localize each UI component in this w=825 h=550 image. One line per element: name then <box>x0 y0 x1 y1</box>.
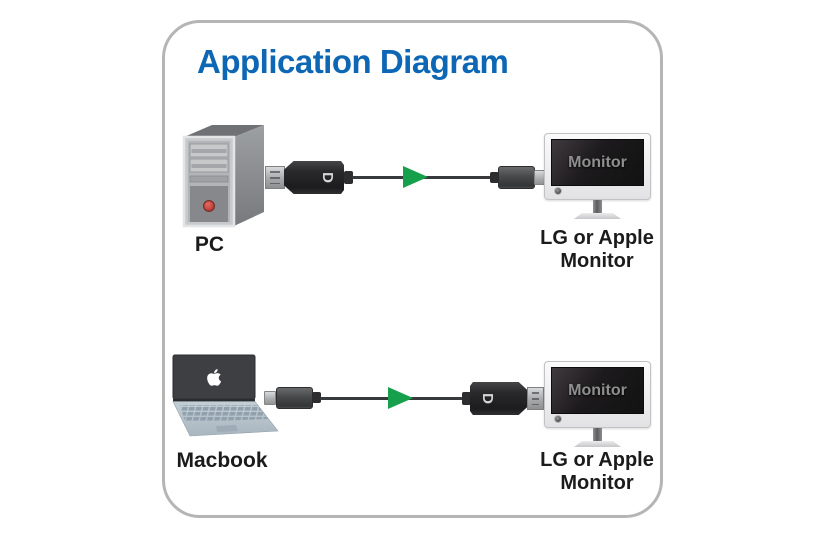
cable-collar <box>490 172 499 183</box>
monitor-illustration: Monitor <box>544 361 651 447</box>
cable-collar <box>312 392 321 403</box>
mini-dp-connector-icon <box>276 387 313 409</box>
monitor-label: LG or Apple Monitor <box>540 227 654 272</box>
dp-plug-metal-tip <box>265 166 285 189</box>
mini-dp-connector-icon <box>498 166 535 189</box>
monitor-illustration: Monitor <box>544 133 651 219</box>
pc-tower-illustration <box>182 125 264 228</box>
macbook-label: Macbook <box>176 449 268 472</box>
diagram-frame <box>162 20 663 518</box>
flow-arrow-icon <box>388 387 413 409</box>
flow-arrow-icon <box>403 166 428 188</box>
mini-dp-metal-tip <box>264 391 276 405</box>
cable-collar <box>462 392 471 405</box>
monitor-power-led-icon <box>554 415 562 423</box>
monitor-screen-label: Monitor <box>568 153 627 171</box>
monitor-screen-label: Monitor <box>568 381 627 399</box>
monitor-label: LG or Apple Monitor <box>540 449 654 494</box>
monitor-power-led-icon <box>554 187 562 195</box>
dp-plug-metal-tip <box>527 387 544 410</box>
cable-collar <box>344 171 353 184</box>
macbook-illustration <box>172 354 279 437</box>
monitor-bezel: Monitor <box>544 361 651 428</box>
connector-pins <box>532 392 539 405</box>
monitor-screen: Monitor <box>551 139 644 186</box>
monitor-stand-neck <box>593 200 602 213</box>
monitor-screen: Monitor <box>551 367 644 414</box>
apple-logo-icon <box>207 369 222 386</box>
connector-pins <box>270 171 280 184</box>
monitor-bezel: Monitor <box>544 133 651 200</box>
displayport-logo: D <box>478 393 496 404</box>
displayport-logo: D <box>318 172 336 183</box>
dp-adapter-icon: D <box>284 161 344 194</box>
monitor-stand-neck <box>593 428 602 441</box>
page-title: Application Diagram <box>197 43 509 80</box>
dp-adapter-icon: D <box>470 382 528 415</box>
monitor-stand-base <box>574 213 621 219</box>
pc-label: PC <box>194 233 225 256</box>
monitor-stand-base <box>574 441 621 447</box>
